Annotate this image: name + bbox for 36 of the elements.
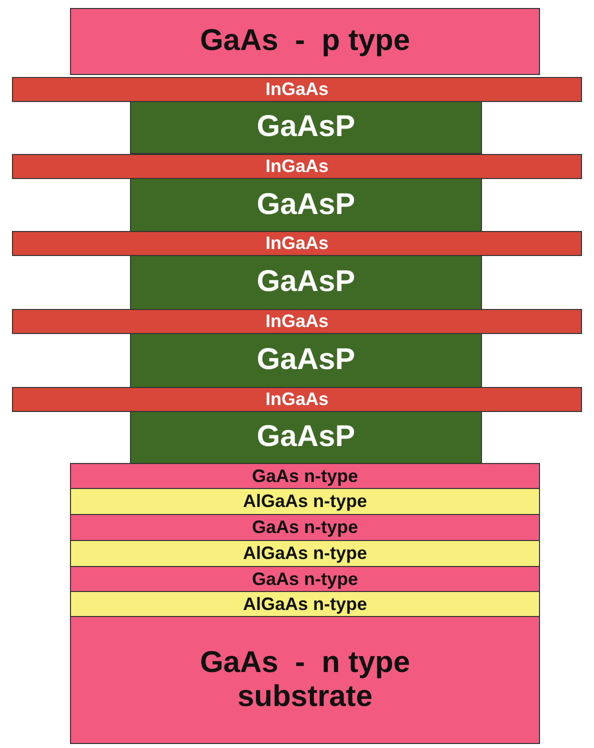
n-type-layer	[70, 566, 540, 592]
substrate-layer	[70, 616, 540, 744]
gaasp-layer	[130, 411, 482, 464]
layer-label: GaAsP	[256, 188, 356, 222]
gaasp-layer	[130, 178, 482, 232]
layer-label: GaAsP	[256, 110, 356, 145]
layer-label: GaAs - p type	[200, 24, 410, 59]
p-type-layer	[70, 8, 540, 75]
layer-label: InGaAs	[265, 311, 329, 332]
n-type-layer	[70, 488, 540, 515]
layer-label: GaAsP	[256, 420, 356, 455]
layer-label: AlGaAs n-type	[242, 594, 368, 614]
layer-label: InGaAs	[265, 79, 329, 100]
ingaas-layer	[12, 77, 582, 102]
layer-label: InGaAs	[265, 389, 329, 410]
layer-label: GaAs n-type	[252, 568, 358, 590]
ingaas-layer	[12, 309, 582, 334]
gaasp-layer	[130, 101, 482, 154]
n-type-layer	[70, 591, 540, 617]
layer-label: InGaAs	[265, 156, 329, 177]
layer-label: GaAs n-type	[252, 466, 358, 486]
ingaas-layer	[12, 231, 582, 256]
layer-label: AlGaAs n-type	[242, 543, 368, 564]
n-type-layer	[70, 540, 540, 567]
layer-label: AlGaAs n-type	[242, 491, 368, 512]
layer-label: GaAsP	[256, 265, 356, 300]
gaasp-layer	[130, 333, 482, 388]
layer-label: GaAs n-type	[252, 517, 358, 538]
layer-label: GaAs - n type substrate	[198, 646, 412, 714]
ingaas-layer	[12, 387, 582, 412]
n-type-layer	[70, 463, 540, 489]
n-type-layer	[70, 514, 540, 541]
layer-label: GaAsP	[256, 343, 356, 378]
gaasp-layer	[130, 255, 482, 310]
ingaas-layer	[12, 154, 582, 179]
layer-label: InGaAs	[265, 233, 329, 254]
